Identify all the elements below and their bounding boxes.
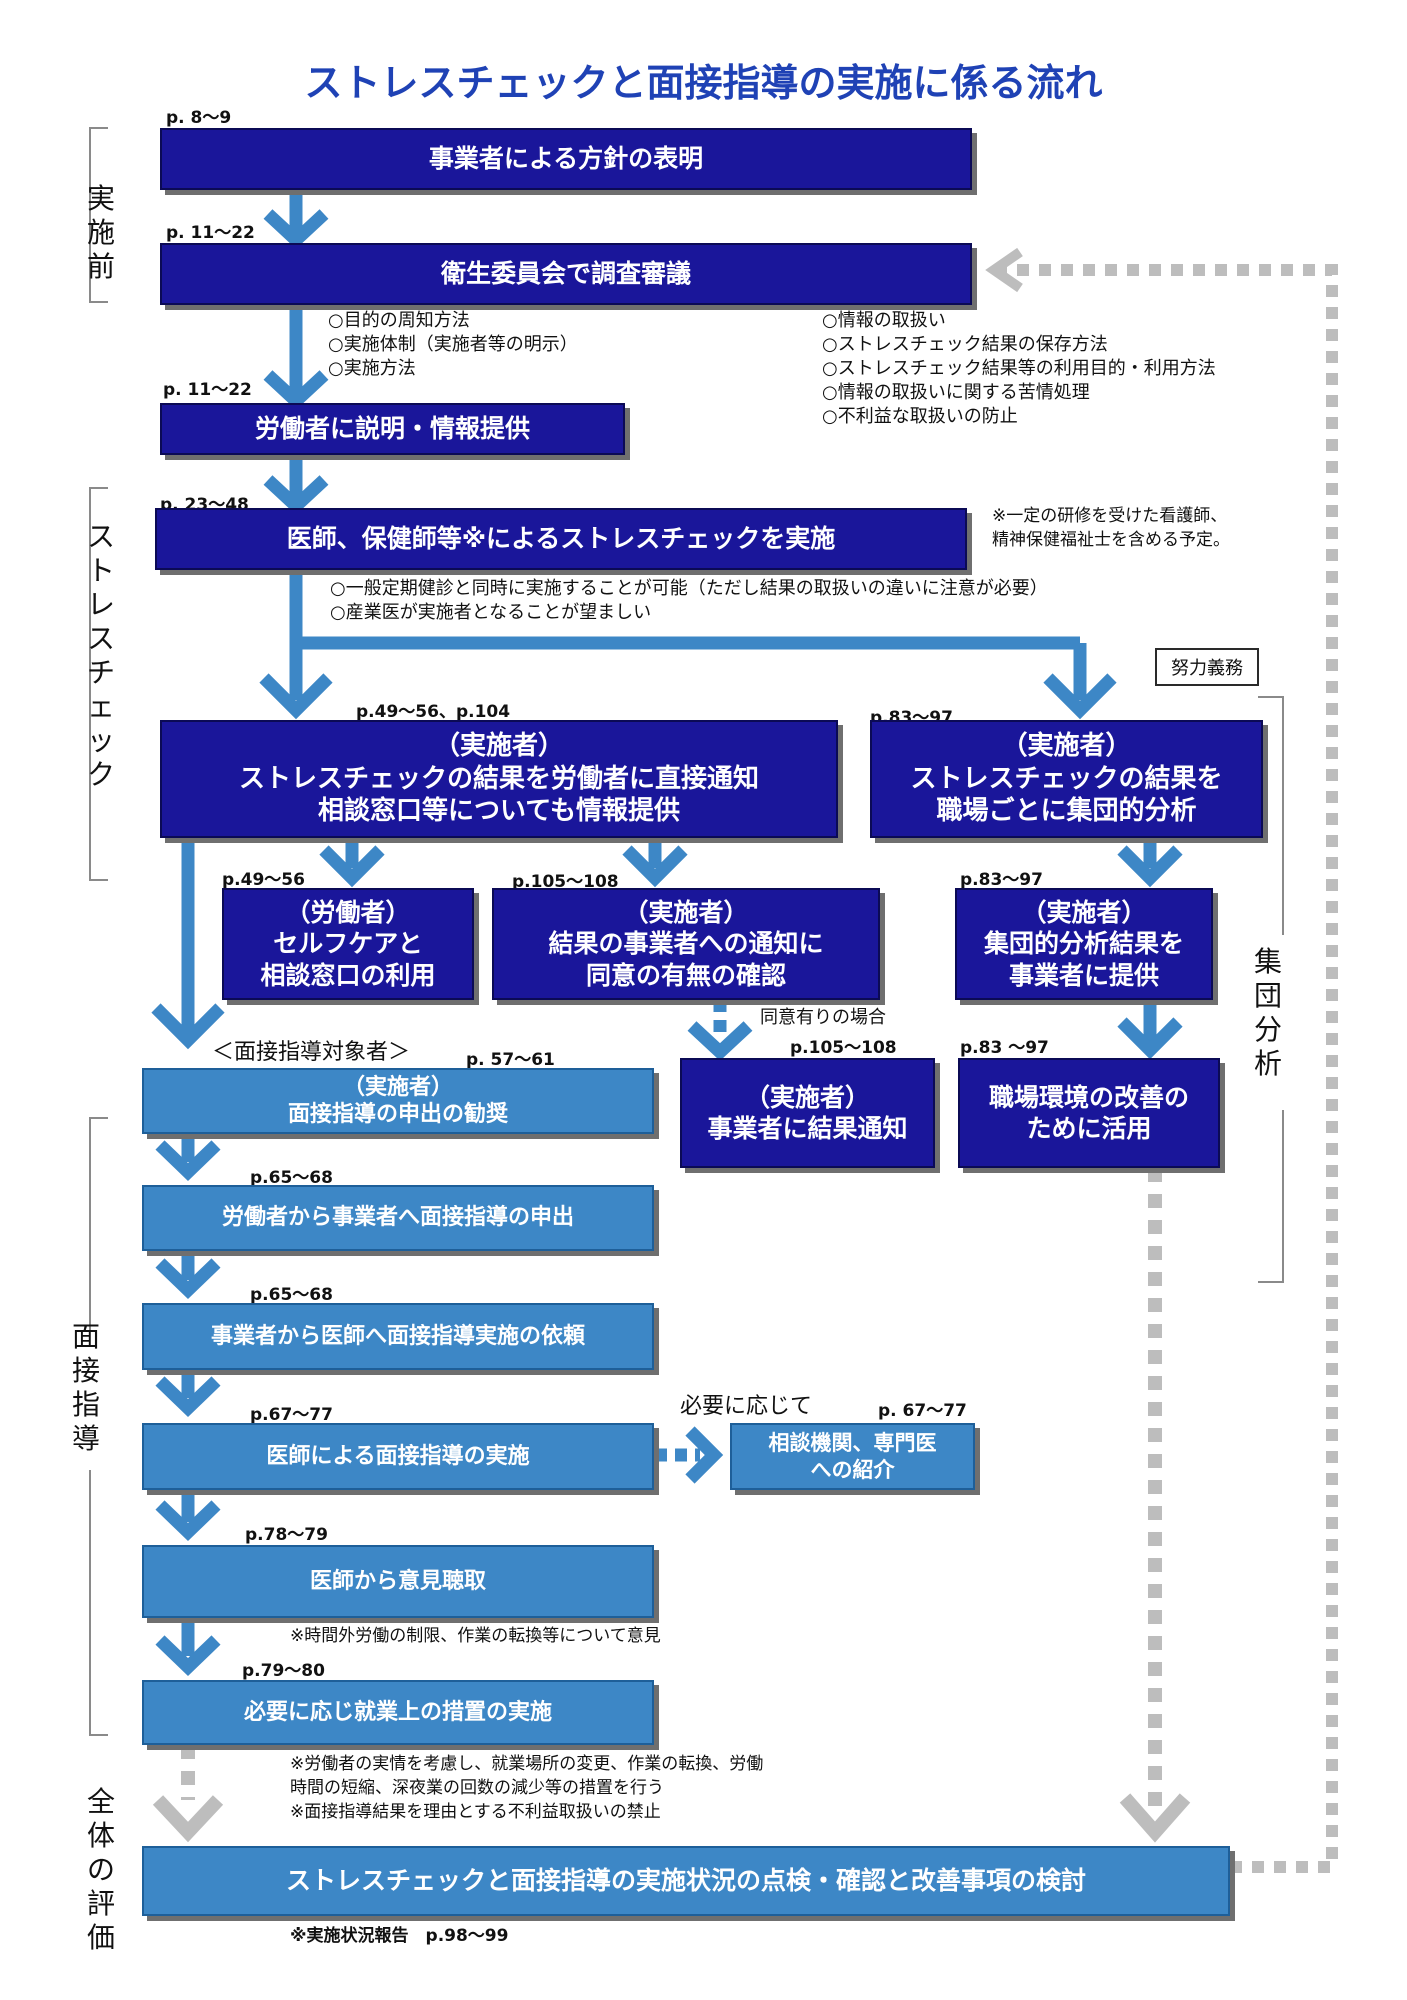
- box-explain-to-workers: 労働者に説明・情報提供: [160, 403, 625, 455]
- ref-committee: p. 11～22: [166, 223, 255, 243]
- box-notify-workers: （実施者）ストレスチェックの結果を労働者に直接通知相談窓口等についても情報提供: [160, 720, 838, 838]
- conduct-below-notes: ○一般定期健診と同時に実施することが可能（ただし結果の取扱いの違いに注意が必要）…: [330, 578, 1048, 623]
- ref-commission: p.65～68: [250, 1285, 333, 1305]
- box-notify-employer: （実施者）事業者に結果通知: [680, 1058, 935, 1168]
- referral-arrowhead: [685, 1426, 724, 1484]
- page-title: ストレスチェックと面接指導の実施に係る流れ: [304, 61, 1103, 105]
- measures-note: ※労働者の実情を考慮し、就業場所の変更、作業の転換、労働時間の短縮、深夜業の回数…: [290, 1754, 764, 1822]
- box-commission-doctor: 事業者から医師へ面接指導実施の依頼: [142, 1303, 654, 1370]
- ref-employer-notify: p.105～108: [790, 1038, 897, 1058]
- measures-to-final-arrowhead: [152, 1795, 224, 1843]
- box-consent-check: （実施者）結果の事業者への通知に同意の有無の確認: [492, 888, 880, 1000]
- interview-target-label: ＜面接指導対象者＞: [212, 1040, 411, 1065]
- box-work-measures: 必要に応じ就業上の措置の実施: [142, 1680, 654, 1745]
- box-policy-statement: 事業者による方針の表明: [160, 128, 972, 190]
- ref-notify: p.49～56、p.104: [356, 702, 511, 722]
- conduct-side-note: ※一定の研修を受けた看護師、精神保健福祉士を含める予定。: [992, 506, 1230, 550]
- final-note: ※実施状況報告 p.98～99: [290, 1926, 509, 1946]
- ref-consent: p.105～108: [512, 872, 619, 892]
- phase-label-stress-check: ストレスチェック: [86, 520, 115, 791]
- box-group-analysis: （実施者）ストレスチェックの結果を職場ごとに集団的分析: [870, 720, 1263, 838]
- feedback-loop-line: [992, 264, 1338, 1873]
- phase-label-evaluation: 全体の評価: [86, 1785, 115, 1954]
- feedback-loop-arrowhead: [985, 247, 1023, 293]
- ref-provide: p.83～97: [960, 870, 1043, 890]
- ref-measures: p.79～80: [242, 1661, 325, 1681]
- ref-explain: p. 11～22: [163, 380, 252, 400]
- ref-policy: p. 8～9: [166, 108, 232, 128]
- box-conduct-interview: 医師による面接指導の実施: [142, 1423, 654, 1490]
- dashed-flow-arrows: [655, 1000, 727, 1462]
- box-provide-group-results: （実施者）集団的分析結果を事業者に提供: [955, 888, 1213, 1000]
- phase-label-group-analysis: 集団分析: [1253, 945, 1282, 1080]
- ref-workplace: p.83 ～97: [960, 1038, 1049, 1058]
- ref-conduct-interview: p.67～77: [250, 1405, 333, 1425]
- ref-interview-target: p. 57～61: [466, 1050, 555, 1070]
- flow-arrows: [151, 190, 1183, 1677]
- box-overall-review: ストレスチェックと面接指導の実施状況の点検・確認と改善事項の検討: [142, 1846, 1230, 1916]
- ref-opinion: p.78～79: [245, 1525, 328, 1545]
- committee-notes-right: ○情報の取扱い○ストレスチェック結果の保存方法○ストレスチェック結果等の利用目的…: [822, 310, 1216, 427]
- phase-label-interview: 面接指導: [71, 1320, 100, 1455]
- box-recommend-interview: （実施者）面接指導の申出の勧奨: [142, 1068, 654, 1134]
- box-workplace-improvement: 職場環境の改善のために活用: [958, 1058, 1220, 1168]
- box-selfcare: （労働者）セルフケアと相談窓口の利用: [222, 888, 474, 1000]
- opinion-note: ※時間外労働の制限、作業の転換等について意見: [290, 1626, 661, 1646]
- as-needed-label: 必要に応じて: [680, 1394, 813, 1419]
- box-committee-deliberation: 衛生委員会で調査審議: [160, 243, 972, 305]
- box-doctor-opinion: 医師から意見聴取: [142, 1545, 654, 1618]
- ref-request: p.65～68: [250, 1168, 333, 1188]
- box-interview-request: 労働者から事業者へ面接指導の申出: [142, 1185, 654, 1251]
- box-conduct-stress-check: 医師、保健師等※によるストレスチェックを実施: [155, 508, 967, 570]
- committee-notes-left: ○目的の周知方法○実施体制（実施者等の明示）○実施方法: [328, 310, 578, 379]
- effort-obligation-tag: 努力義務: [1155, 648, 1259, 686]
- box-referral: 相談機関、専門医への紹介: [730, 1423, 975, 1490]
- consent-case-label: 同意有りの場合: [760, 1007, 886, 1028]
- consent-arrowhead: [687, 1021, 753, 1061]
- workplace-to-final-arrowhead: [1119, 1793, 1191, 1843]
- ref-referral: p. 67～77: [878, 1401, 967, 1421]
- phase-brackets: [89, 127, 1284, 1736]
- phase-label-pre: 実施前: [86, 182, 115, 283]
- ref-selfcare: p.49～56: [222, 870, 305, 890]
